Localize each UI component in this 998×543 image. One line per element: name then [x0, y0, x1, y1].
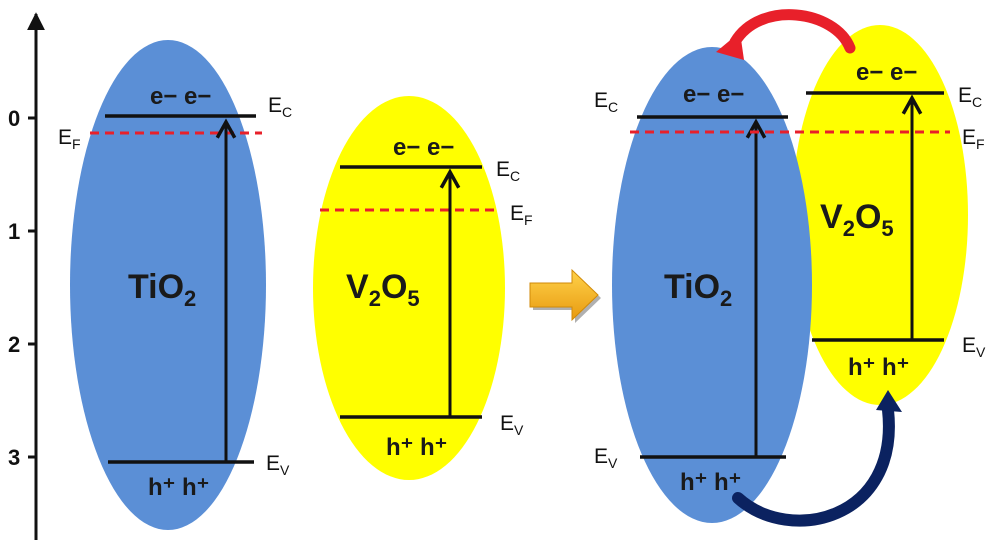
right-tio2-ev-label: EV: [594, 445, 618, 471]
left-v2o5-ellipse: [313, 96, 505, 480]
right-tio2-ec-label: EC: [594, 89, 618, 115]
right-level-labels: EC EV EC EF EV: [594, 84, 986, 471]
left-v2o5-ef-label: EF: [510, 202, 533, 228]
right-tio2: [612, 47, 812, 523]
left-v2o5-ec-label: EC: [496, 158, 520, 184]
right-tio2-label: TiO2: [664, 268, 732, 311]
right-v2o5-bands: e− e− h⁺ h⁺ V2O5: [806, 59, 944, 381]
left-tio2: e− e− h⁺ h⁺ TiO2: [70, 40, 266, 530]
axis-tick-2: 2: [8, 332, 20, 357]
left-v2o5: e− e− h⁺ h⁺ V2O5: [313, 96, 505, 480]
right-tio2-bands: e− e− h⁺ h⁺ TiO2: [637, 81, 788, 496]
axis-tick-0: 0: [8, 106, 20, 131]
right-v2o5-ec-label: EC: [958, 84, 982, 110]
left-v2o5-label: V2O5: [346, 268, 420, 311]
right-v2o5-ev-label: EV: [962, 334, 986, 360]
transition-arrow: [529, 268, 601, 323]
left-ev-label: EV: [266, 452, 290, 478]
left-v2o5-level-labels: EC EF EV: [496, 158, 533, 438]
right-v2o5: [792, 25, 968, 405]
left-ef-label: EF: [58, 126, 81, 152]
left-v2o5-ev-label: EV: [500, 412, 524, 438]
axis-tick-1: 1: [8, 219, 20, 244]
right-ef-label: EF: [962, 126, 985, 152]
left-ec-label: EC: [268, 94, 292, 120]
right-v2o5-label: V2O5: [820, 198, 894, 241]
right-tio2-ellipse: [612, 47, 812, 523]
hole-transfer-arrow: [732, 390, 902, 527]
electron-transfer-arrow: [716, 9, 856, 60]
left-v2o5-electrons: e− e−: [393, 134, 454, 161]
right-v2o5-ellipse: [792, 25, 968, 405]
right-v2o5-holes: h⁺ h⁺: [848, 354, 909, 381]
right-v2o5-electrons: e− e−: [856, 59, 917, 86]
energy-axis: 0 1 2 3: [8, 12, 45, 540]
left-tio2-holes: h⁺ h⁺: [148, 474, 209, 501]
left-tio2-label: TiO2: [128, 268, 196, 311]
right-tio2-holes: h⁺ h⁺: [680, 469, 741, 496]
left-tio2-ellipse: [70, 40, 266, 530]
right-tio2-electrons: e− e−: [683, 81, 744, 108]
left-v2o5-holes: h⁺ h⁺: [386, 434, 447, 461]
axis-tick-3: 3: [8, 445, 20, 470]
left-tio2-level-labels: EC EF EV: [58, 94, 292, 478]
left-tio2-electrons: e− e−: [150, 83, 211, 110]
